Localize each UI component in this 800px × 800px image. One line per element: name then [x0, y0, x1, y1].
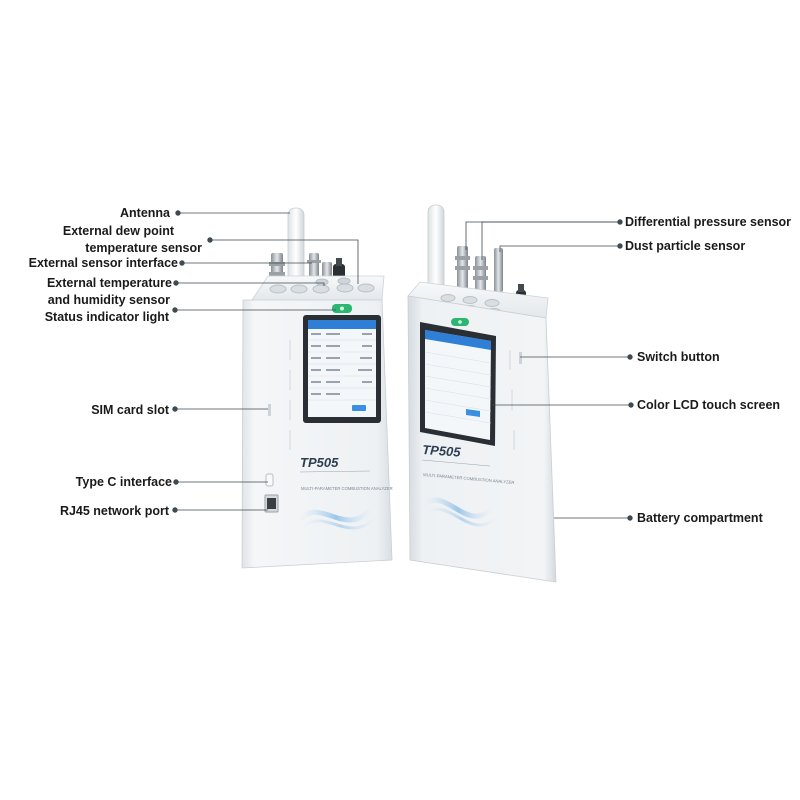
- label-dew-point-line1: External dew point: [62, 224, 174, 238]
- right-leaders: [465, 219, 634, 521]
- right-dust-sensor-connector: [494, 248, 503, 292]
- left-device: TP505 MULTI-PARAMETER COMBUSTION ANALYZE…: [241, 207, 393, 569]
- label-switch-button: Switch button: [637, 350, 720, 364]
- label-ext-temp-line1: External temperature: [46, 276, 172, 290]
- right-diff-pressure-connector-1: [455, 246, 470, 292]
- left-model-subtitle: MULTI-PARAMETER COMBUSTION ANALYZER: [301, 486, 393, 491]
- left-type-c-port: [265, 473, 274, 487]
- left-leaders: [172, 210, 359, 513]
- right-device: TP505 MULTI-PARAMETER COMBUSTION ANALYZE…: [407, 204, 557, 583]
- label-lcd: Color LCD touch screen: [637, 398, 781, 412]
- left-wave-decoration-2: [300, 514, 380, 530]
- left-wave-decoration: [298, 506, 374, 523]
- left-lcd-screen: [303, 315, 381, 423]
- left-status-light-center: [340, 306, 344, 311]
- label-sensor-interface: External sensor interface: [28, 256, 178, 270]
- label-rj45: RJ45 network port: [59, 504, 169, 518]
- left-model-name: TP505: [300, 455, 339, 470]
- label-status-light: Status indicator light: [44, 310, 169, 324]
- right-lcd-screen: [420, 322, 496, 446]
- label-antenna: Antenna: [120, 206, 170, 220]
- left-top-ports: [269, 277, 375, 294]
- right-wave-decoration: [422, 497, 494, 519]
- label-battery: Battery compartment: [637, 511, 763, 525]
- label-sim-slot: SIM card slot: [91, 403, 169, 417]
- label-diff-pressure: Differential pressure sensor: [625, 215, 792, 229]
- right-diff-pressure-connector-2: [473, 256, 488, 294]
- right-wave-decoration-2: [424, 507, 500, 527]
- left-sim-slot: [268, 404, 271, 416]
- left-model-rule: [299, 470, 371, 473]
- label-dew-point-line2: temperature sensor: [85, 241, 202, 255]
- right-side-ridges: [509, 350, 515, 450]
- label-ext-temp-line2: and humidity sensor: [47, 293, 170, 307]
- right-switch-button: [519, 352, 522, 364]
- label-dust-particle: Dust particle sensor: [625, 239, 746, 253]
- label-type-c: Type C interface: [75, 475, 172, 489]
- right-model-name: TP505: [422, 442, 462, 460]
- right-model-rule: [421, 459, 491, 467]
- right-status-light-center: [458, 320, 462, 324]
- left-rj45-port: [264, 494, 279, 513]
